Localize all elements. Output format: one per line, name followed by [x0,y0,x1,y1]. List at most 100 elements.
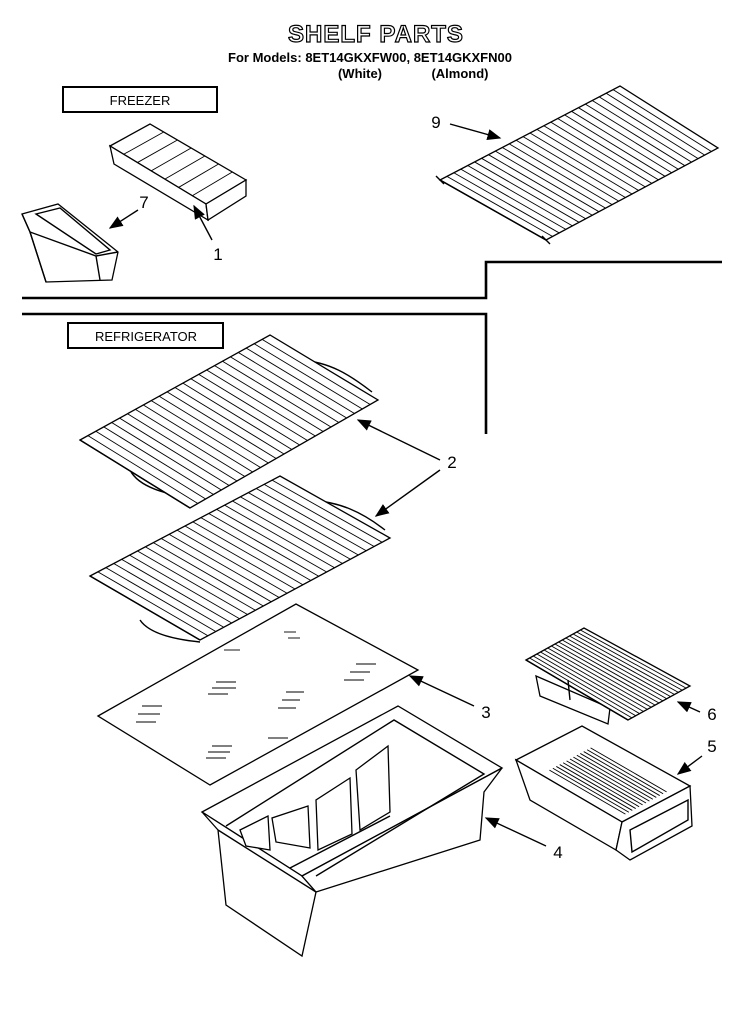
wire-line [151,400,261,468]
wire-line [240,496,351,560]
wire-line [192,521,304,586]
wire-line [214,365,324,432]
wire-line [551,645,656,706]
wire-line [248,492,359,556]
wire-line [261,338,371,405]
wire-line [246,347,355,414]
wire-line [137,550,248,615]
models-line: For Models: 8ET14GKXFW00, 8ET14GKXFN00 [228,50,512,65]
wire-line [569,635,675,695]
wire-line [578,107,679,170]
wire-line [166,391,277,459]
part-3-glass-shelf [96,603,420,786]
wire-line [271,479,383,543]
wire-line [592,100,692,163]
wire-line [182,382,293,450]
wire-line [515,139,619,202]
callout-1: 1 [213,245,222,264]
wire-line [529,132,633,195]
wire-line [543,649,648,710]
wire-line [222,360,332,428]
model-color-white: (White) [338,66,382,81]
wire-line [543,125,646,188]
page-title: SHELF PARTS [288,21,464,48]
wire-line [143,404,253,473]
wire-line [460,168,567,230]
wire-line [564,114,666,177]
wire-line [598,96,699,159]
wire-line [200,517,312,581]
wire-line [184,525,296,590]
wire-line [135,408,246,477]
wire-line [121,558,232,624]
wire-line [145,546,256,611]
wire-line [97,571,209,637]
wire-line [158,395,269,464]
wire-line [585,103,686,167]
wire-line [569,758,647,804]
wire-line [556,766,633,811]
wire-line [488,154,593,216]
callout-4: 4 [553,843,562,862]
part-4-crisper-bin [200,705,504,958]
wire-line [174,387,285,455]
section-dividers [22,260,722,434]
wire-line [95,430,206,500]
wire-line [113,563,224,628]
wire-line [502,147,606,209]
callout-3: 3 [481,703,490,722]
wire-line [119,417,230,486]
wire-line [224,504,335,569]
wire-line [529,657,633,719]
callout-2: 2 [447,453,456,472]
wire-line [612,89,712,152]
wire-line [580,753,657,798]
wire-line [509,143,613,206]
wire-line [238,352,347,419]
callout-7: 7 [139,193,148,212]
wire-line [161,538,272,603]
wire-line [123,131,164,155]
wire-line [547,647,652,708]
part-6-crisper-cover-shelf [524,627,692,725]
wire-line [558,641,664,702]
wire-line [150,147,192,172]
wire-line [590,747,667,793]
wire-line [176,529,288,594]
wire-line [127,413,238,482]
wire-line [453,172,560,234]
wire-line [206,369,316,437]
wire-line [550,121,653,184]
wire-line [105,567,217,632]
wire-line [565,637,671,698]
wire-line [87,435,199,504]
wire-line [562,639,667,700]
wire-line [263,483,375,547]
wire-line [495,150,600,213]
wire-line [129,554,240,620]
refrigerator-label: REFRIGERATOR [95,329,197,344]
wire-line [580,629,687,689]
wire-line [164,155,206,180]
wire-line [481,157,586,220]
wire-line [253,343,363,410]
wire-line [540,651,644,712]
wire-line [552,767,630,813]
wire-line [605,92,706,156]
wire-line [572,633,679,693]
part-2-lower-wire-shelf [88,475,392,643]
model-color-almond: (Almond) [431,66,488,81]
wire-line [168,533,280,598]
wire-line [198,373,308,441]
wire-line [554,643,660,704]
wire-line [533,655,636,717]
wire-line [586,749,664,795]
wire-line [467,165,573,227]
wire-line [232,500,343,564]
part-7-door-bin [21,203,119,283]
wire-line [576,754,654,800]
wire-line [446,175,553,237]
wire-line [571,110,672,174]
wire-line [137,139,178,163]
